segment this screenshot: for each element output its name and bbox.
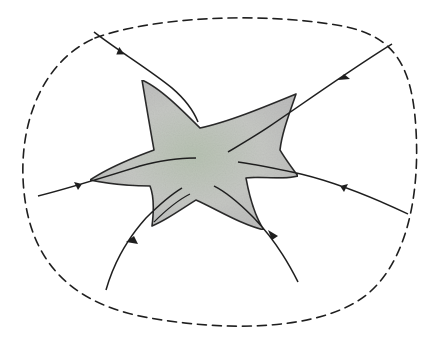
star-shaded-region (90, 80, 298, 230)
arrowhead-icon (338, 74, 350, 80)
